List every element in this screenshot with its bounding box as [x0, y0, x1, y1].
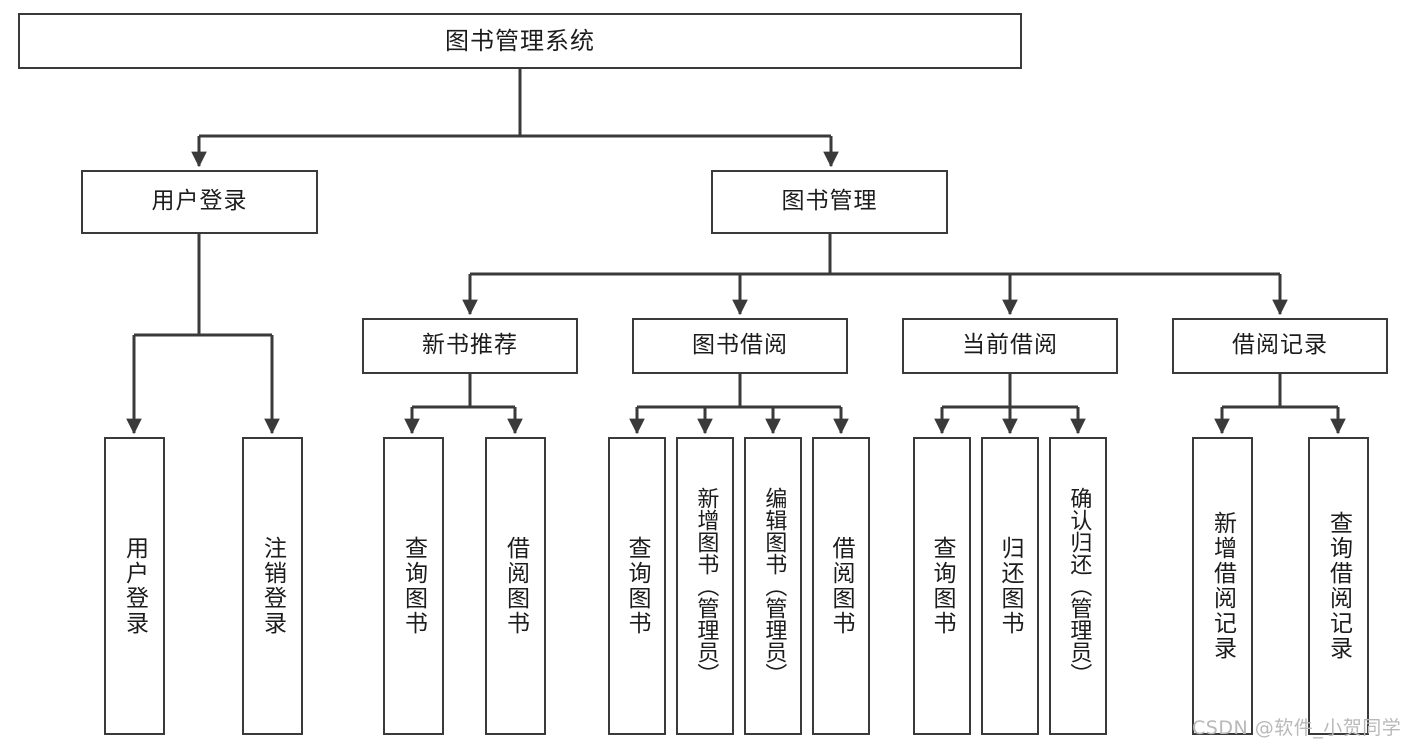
- node-label: 图书管理系统: [445, 26, 595, 55]
- node-label: 编辑图书（管理员）: [761, 487, 787, 685]
- node-label: 确认归还（管理员）: [1066, 487, 1092, 685]
- watermark: CSDN @软件_小贺同学: [1192, 717, 1402, 739]
- leaf-borrow-book-new[interactable]: 借阅图书: [485, 437, 546, 735]
- leaf-user-login[interactable]: 用户登录: [104, 437, 165, 735]
- leaf-query-book-new[interactable]: 查询图书: [383, 437, 444, 735]
- leaf-confirm-return-admin[interactable]: 确认归还（管理员）: [1049, 437, 1107, 735]
- node-label: 图书借阅: [692, 332, 788, 359]
- leaf-query-book-borrow[interactable]: 查询图书: [608, 437, 666, 735]
- node-label: 新书推荐: [422, 332, 518, 359]
- node-label: 用户登录: [121, 536, 148, 636]
- node-label: 查询借阅记录: [1325, 511, 1352, 661]
- leaf-logout[interactable]: 注销登录: [242, 437, 303, 735]
- node-borrowing-record[interactable]: 借阅记录: [1172, 318, 1388, 374]
- leaf-borrow-book[interactable]: 借阅图书: [812, 437, 870, 735]
- leaf-query-book-current[interactable]: 查询图书: [913, 437, 971, 735]
- node-label: 用户登录: [151, 188, 248, 215]
- node-user-login[interactable]: 用户登录: [81, 170, 318, 234]
- node-book-borrowing[interactable]: 图书借阅: [632, 318, 848, 374]
- node-label: 注销登录: [259, 536, 286, 636]
- node-label: 新增图书（管理员）: [693, 487, 719, 685]
- node-label: 借阅图书: [828, 536, 855, 636]
- leaf-return-book[interactable]: 归还图书: [981, 437, 1039, 735]
- node-label: 查询图书: [400, 536, 427, 636]
- leaf-query-borrow-record[interactable]: 查询借阅记录: [1308, 437, 1369, 735]
- node-label: 图书管理: [781, 188, 878, 215]
- node-label: 当前借阅: [962, 332, 1058, 359]
- node-label: 借阅图书: [502, 536, 529, 636]
- node-label: 归还图书: [997, 536, 1024, 636]
- node-label: 新增借阅记录: [1209, 511, 1236, 661]
- node-current-borrowing[interactable]: 当前借阅: [902, 318, 1118, 374]
- node-label: 查询图书: [929, 536, 956, 636]
- node-book-management[interactable]: 图书管理: [711, 170, 948, 234]
- leaf-edit-book-admin[interactable]: 编辑图书（管理员）: [744, 437, 802, 735]
- node-new-book-recommendation[interactable]: 新书推荐: [362, 318, 578, 374]
- leaf-add-book-admin[interactable]: 新增图书（管理员）: [676, 437, 734, 735]
- node-label: 查询图书: [624, 536, 651, 636]
- node-label: 借阅记录: [1232, 332, 1328, 359]
- node-root-book-management-system[interactable]: 图书管理系统: [18, 13, 1022, 69]
- leaf-add-borrow-record[interactable]: 新增借阅记录: [1192, 437, 1253, 735]
